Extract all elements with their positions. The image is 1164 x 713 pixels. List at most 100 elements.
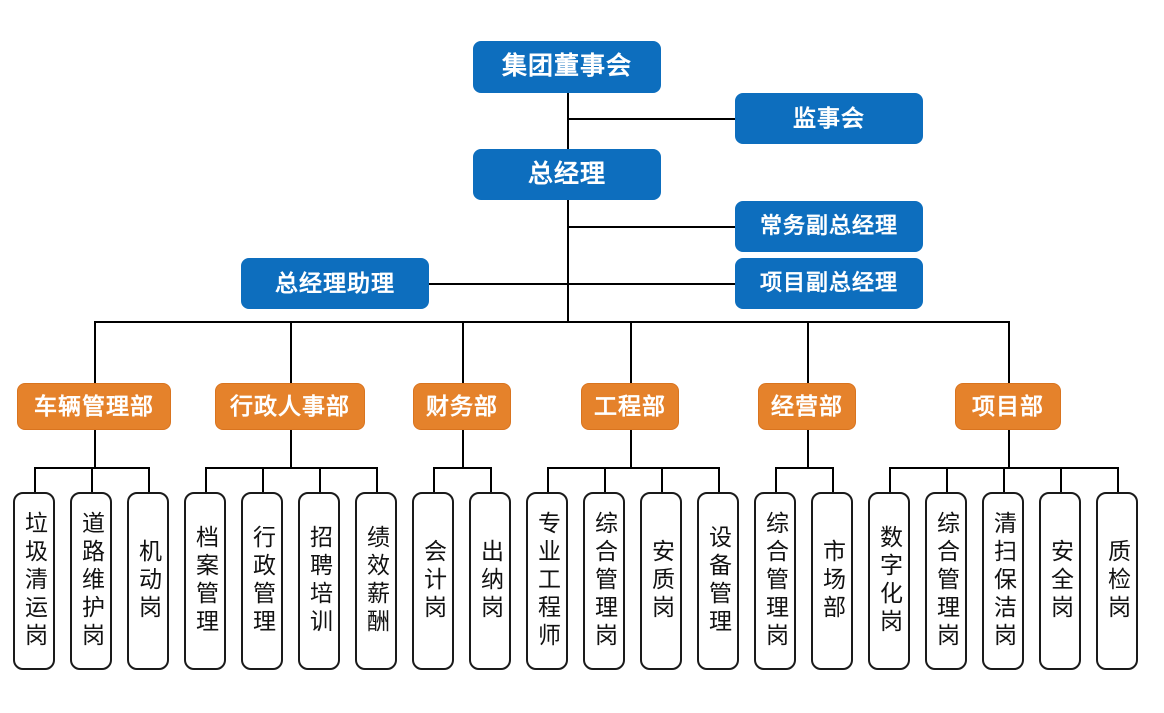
leaf-admin-management[interactable]: 行政管理	[241, 492, 283, 670]
connector-dept-finance	[462, 321, 464, 383]
node-label: 车辆管理部	[34, 392, 154, 419]
leaf-safety-post[interactable]: 安全岗	[1039, 492, 1081, 670]
leaf-label: 垃圾清运岗	[21, 511, 48, 651]
connector-leaf	[946, 467, 948, 492]
node-supervisory-board[interactable]: 监事会	[735, 93, 923, 144]
node-general-manager[interactable]: 总经理	[473, 149, 661, 200]
node-project[interactable]: 项目部	[955, 383, 1061, 430]
node-label: 经营部	[771, 392, 843, 419]
leaf-equipment-management[interactable]: 设备管理	[697, 492, 739, 670]
connector-leaf	[205, 467, 207, 492]
sub-bus-operations	[775, 467, 832, 469]
leaf-label: 绩效薪酬	[363, 525, 390, 637]
node-label: 行政人事部	[230, 392, 350, 419]
sub-bus-finance	[433, 467, 490, 469]
node-label: 总经理助理	[275, 269, 395, 296]
sub-bus-admin-hr	[205, 467, 376, 469]
connector-dept-operations	[807, 321, 809, 383]
connector-dept-stem-project	[1008, 430, 1010, 467]
leaf-label: 招聘培训	[306, 525, 333, 637]
connector-leaf	[889, 467, 891, 492]
leaf-label: 机动岗	[135, 539, 162, 623]
node-finance[interactable]: 财务部	[413, 383, 511, 430]
node-label: 总经理	[527, 159, 606, 188]
leaf-accounting-post[interactable]: 会计岗	[412, 492, 454, 670]
connector-dept-admin-hr	[290, 321, 292, 383]
leaf-label: 行政管理	[249, 525, 276, 637]
leaf-label: 设备管理	[705, 525, 732, 637]
leaf-label: 市场部	[819, 539, 846, 623]
node-project-vice-gm[interactable]: 项目副总经理	[735, 258, 923, 309]
leaf-mobile-post[interactable]: 机动岗	[127, 492, 169, 670]
leaf-safety-quality-post[interactable]: 安质岗	[640, 492, 682, 670]
node-operations[interactable]: 经营部	[758, 383, 856, 430]
node-label: 监事会	[793, 104, 865, 131]
node-gm-assistant[interactable]: 总经理助理	[241, 258, 429, 309]
connector-to-supervisory-board	[567, 118, 735, 120]
connector-dept-project	[1008, 321, 1010, 383]
leaf-label: 档案管理	[192, 525, 219, 637]
node-admin-hr[interactable]: 行政人事部	[215, 383, 365, 430]
leaf-digitalization-post[interactable]: 数字化岗	[868, 492, 910, 670]
connector-dept-stem-engineering	[630, 430, 632, 467]
connector-dept-stem-operations	[807, 430, 809, 467]
leaf-label: 数字化岗	[876, 525, 903, 637]
leaf-archive-management[interactable]: 档案管理	[184, 492, 226, 670]
connector-to-exec-vice-gm	[567, 226, 735, 228]
node-label: 项目部	[972, 392, 1044, 419]
leaf-label: 综合管理岗	[762, 511, 789, 651]
leaf-label: 安质岗	[648, 539, 675, 623]
leaf-label: 出纳岗	[477, 539, 504, 623]
leaf-integrated-mgmt-eng[interactable]: 综合管理岗	[583, 492, 625, 670]
leaf-label: 综合管理岗	[933, 511, 960, 651]
leaf-professional-engineer[interactable]: 专业工程师	[526, 492, 568, 670]
node-engineering[interactable]: 工程部	[581, 383, 679, 430]
node-label: 财务部	[426, 392, 498, 419]
leaf-cashier-post[interactable]: 出纳岗	[469, 492, 511, 670]
leaf-integrated-mgmt-proj[interactable]: 综合管理岗	[925, 492, 967, 670]
connector-dept-stem-finance	[462, 430, 464, 467]
spine-gm-to-department-bus	[567, 200, 569, 321]
connector-leaf	[1060, 467, 1062, 492]
spine-board-to-gm	[567, 93, 569, 149]
node-exec-vice-gm[interactable]: 常务副总经理	[735, 201, 923, 252]
department-bus	[94, 321, 1008, 323]
connector-dept-engineering	[630, 321, 632, 383]
leaf-recruitment-training[interactable]: 招聘培训	[298, 492, 340, 670]
connector-leaf	[718, 467, 720, 492]
connector-leaf	[148, 467, 150, 492]
sub-bus-engineering	[547, 467, 718, 469]
connector-leaf	[34, 467, 36, 492]
connector-leaf	[91, 467, 93, 492]
leaf-cleaning-post[interactable]: 清扫保洁岗	[982, 492, 1024, 670]
connector-leaf	[775, 467, 777, 492]
leaf-waste-transport[interactable]: 垃圾清运岗	[13, 492, 55, 670]
connector-leaf	[1117, 467, 1119, 492]
leaf-label: 专业工程师	[534, 511, 561, 651]
leaf-market-department[interactable]: 市场部	[811, 492, 853, 670]
node-label: 工程部	[594, 392, 666, 419]
connector-dept-vehicle-management	[94, 321, 96, 383]
connector-leaf	[376, 467, 378, 492]
connector-leaf	[262, 467, 264, 492]
leaf-label: 安全岗	[1047, 539, 1074, 623]
leaf-performance-salary[interactable]: 绩效薪酬	[355, 492, 397, 670]
leaf-label: 质检岗	[1104, 539, 1131, 623]
connector-assistant-to-project-vice-gm	[429, 283, 735, 285]
node-label: 项目副总经理	[759, 270, 898, 296]
connector-dept-stem-admin-hr	[290, 430, 292, 467]
connector-leaf	[433, 467, 435, 492]
leaf-label: 清扫保洁岗	[990, 511, 1017, 651]
node-label: 集团董事会	[501, 52, 632, 81]
leaf-quality-inspection[interactable]: 质检岗	[1096, 492, 1138, 670]
leaf-label: 道路维护岗	[78, 511, 105, 651]
node-board[interactable]: 集团董事会	[473, 41, 661, 93]
connector-leaf	[604, 467, 606, 492]
leaf-label: 综合管理岗	[591, 511, 618, 651]
leaf-integrated-mgmt-ops[interactable]: 综合管理岗	[754, 492, 796, 670]
leaf-label: 会计岗	[420, 539, 447, 623]
node-vehicle-management[interactable]: 车辆管理部	[17, 383, 171, 430]
leaf-road-maintenance[interactable]: 道路维护岗	[70, 492, 112, 670]
connector-leaf	[832, 467, 834, 492]
